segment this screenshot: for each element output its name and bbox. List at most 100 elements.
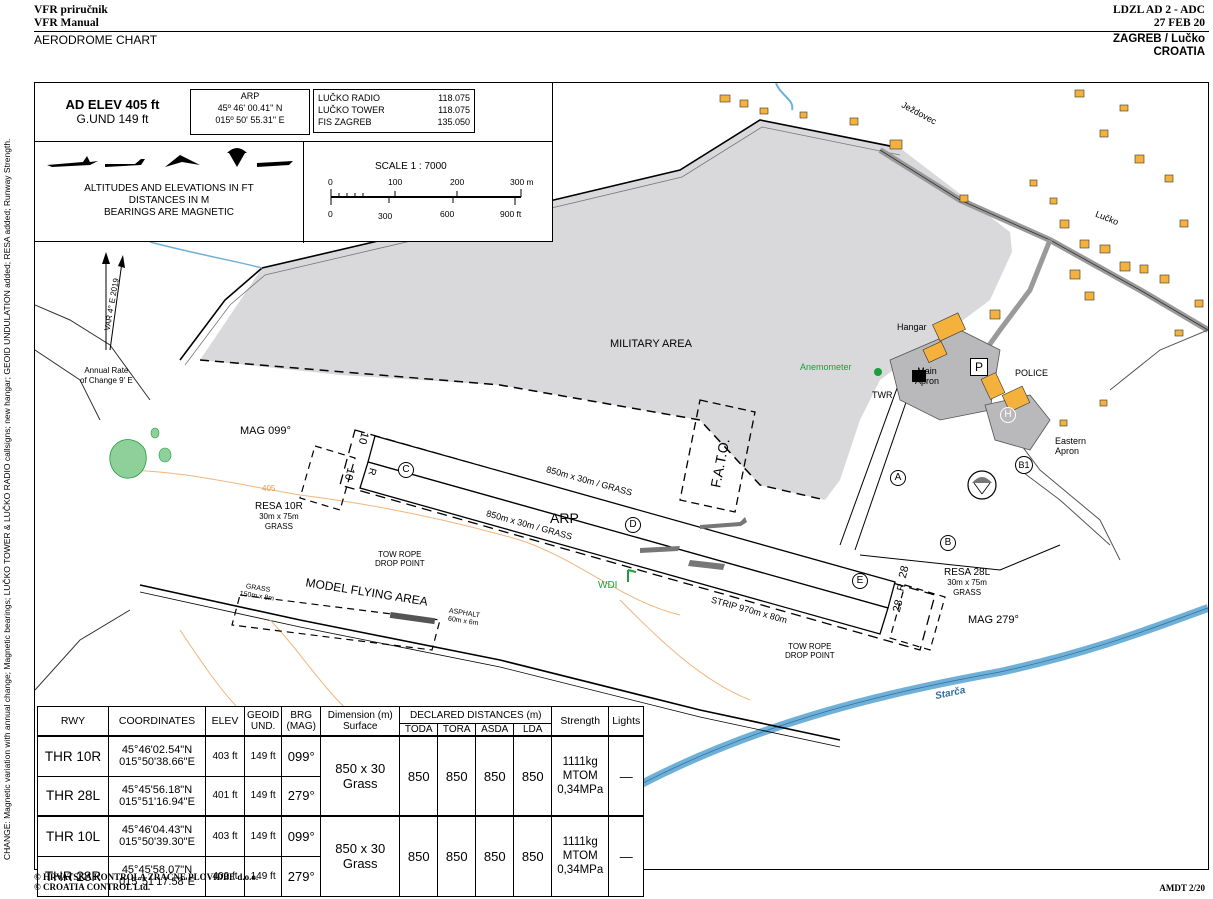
location-name: ZAGREB / Lučko [1112,33,1205,45]
tow-rope-1a: TOW ROPE [378,550,422,559]
info-vertical-divider [303,141,304,243]
cell-lights: — [608,735,645,817]
taxiway-b-marker: B [940,535,956,551]
railway-2 [139,591,841,748]
units-line-3: BEARINGS ARE MAGNETIC [103,207,235,218]
copyright-hr: © HRVATSKA KONTROLA ZRAČNE PLOVIDBE d.o.… [34,872,259,882]
resa-28l-title: RESA 28L [944,567,991,578]
bush [109,439,147,479]
resa-10r-title: RESA 10R [255,501,303,512]
header-title-hr: VFR priručnik [34,4,108,16]
chart-date: 27 FEB 20 [1153,17,1205,29]
freq-value: 118.075 [438,105,470,115]
road-southeast [1009,429,1121,561]
road-west-3 [35,609,131,691]
taxiway-a [839,379,901,546]
cell-tora: 850 [437,735,477,817]
brg-2: (MAG) [286,721,316,732]
col-lights: Lights [608,706,645,737]
units-line-1: ALTITUDES AND ELEVATIONS IN FT [84,183,254,194]
scale-m-300: 300 m [510,177,534,187]
col-coordinates: COORDINATES [108,706,206,737]
contour-2 [179,619,361,721]
road-east-edge [1109,329,1208,391]
freq-name: FIS ZAGREB [318,117,372,127]
cell-lon: 015°50'39.30"E [119,836,195,849]
geoid-1: GEOID [247,710,280,721]
label-military-area: MILITARY AREA [610,338,692,350]
tow-rope-2a: TOW ROPE [788,642,832,651]
dim-value: 850 x 30 [335,761,386,776]
cell-lon: 015°50'38.66"E [119,756,195,769]
surface-value: Grass [342,776,378,791]
road-west-2 [35,349,101,421]
anemometer-icon [874,368,882,376]
label-twr: TWR [872,390,893,400]
freq-value: 118.075 [438,93,470,103]
river-west [149,241,263,269]
military-area [200,120,1012,500]
freq-name: LUČKO TOWER [318,105,385,115]
change-note: CHANGE: Magnetic variation with annual c… [2,138,12,860]
cell-lon: 015°51'16.94"E [119,795,195,808]
col-strength: Strength [551,706,610,737]
dim-value: 850 x 30 [335,841,386,857]
info-divider [35,141,552,142]
col-asda: ASDA [475,723,515,737]
dim-1: Dimension (m) [327,710,393,721]
cell-lights: — [608,815,645,897]
label-main-apron: Main Apron [915,366,939,386]
resa-28l-dims: 30m x 75m [947,578,987,587]
main-apron-2: Apron [915,376,940,386]
dim-2: Surface [343,721,378,732]
geoid-2: UND. [250,721,276,732]
tow-rope-1b: DROP POINT [375,559,425,568]
taxiway-b [859,544,1061,571]
label-mag-279: MAG 279° [968,614,1019,626]
contour-405 [119,469,681,616]
scale-m-100: 100 [388,177,403,187]
cell-lda: 850 [513,815,553,897]
cell-rwy: THR 10L [37,815,109,857]
col-dimension: Dimension (m)Surface [320,706,401,737]
label-resa-28l: RESA 28L 30m x 75m GRASS [944,568,990,598]
cell-brg: 099° [281,815,322,857]
header-right: LDZL AD 2 - ADC 27 FEB 20 [1113,4,1205,30]
label-police: POLICE [1015,368,1049,378]
label-eastern-apron: Eastern Apron [1055,436,1086,456]
scale-ft-600: 600 [440,209,455,219]
tower-building [912,370,926,382]
label-mag-099: MAG 099° [240,425,291,437]
scale-title: SCALE 1 : 7000 [375,161,447,172]
cell-lat: 45°45'58.07"N [121,864,193,876]
resa-10r [299,445,356,511]
col-tora: TORA [437,723,477,737]
arp-latitude: 45º 46' 00.41" N [217,103,283,113]
label-annual-rate: Annual Rate of Change 9' E [80,366,133,386]
taxiway-b1-marker: B1 [1015,456,1033,474]
cell-lat: 45°45'56.18"N [121,783,193,796]
label-tow-rope-2: TOW ROPE DROP POINT [785,642,835,660]
cell-lat: 45°46'04.43"N [121,824,193,837]
label-wdi: WDI [598,580,618,591]
strength-1: 1111kg [562,836,598,849]
units-note: ALTITUDES AND ELEVATIONS IN FT DISTANCES… [35,183,303,219]
fato [679,399,756,513]
main-apron-1: Main [917,366,937,376]
taxiway-e-marker: E [852,573,868,589]
parking-sign: P [970,358,988,376]
arp-longitude: 015º 50' 55.31" E [215,115,285,125]
col-rwy: RWY [37,706,109,737]
col-brg: BRG(MAG) [281,706,322,737]
header-title-en: VFR Manual [34,17,99,29]
strength-1: 1111kg [562,756,598,768]
